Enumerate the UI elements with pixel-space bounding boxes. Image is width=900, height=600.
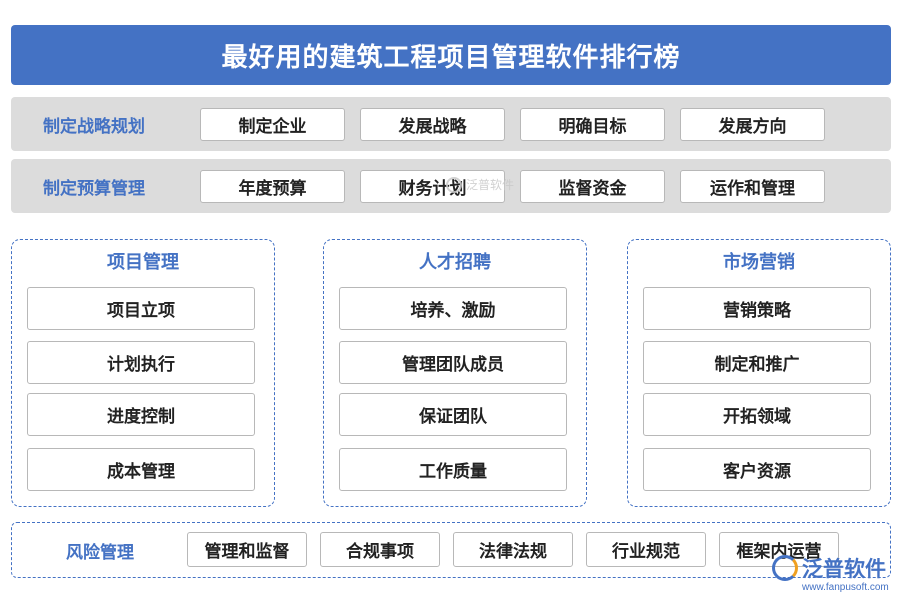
panel-item[interactable]: 项目立项 bbox=[27, 287, 255, 330]
watermark-corner: 泛普软件 www.fanpusoft.com bbox=[770, 553, 894, 597]
watermark-url: www.fanpusoft.com bbox=[802, 582, 889, 593]
watermark-name: 泛普软件 bbox=[802, 557, 886, 581]
risk-band: 风险管理 管理和监督 合规事项 法律法规 行业规范 框架内运营 bbox=[11, 522, 891, 578]
panel-item[interactable]: 进度控制 bbox=[27, 393, 255, 436]
panel-item[interactable]: 客户资源 bbox=[643, 448, 871, 491]
panel-item[interactable]: 开拓领域 bbox=[643, 393, 871, 436]
panel-item[interactable]: 计划执行 bbox=[27, 341, 255, 384]
page-title: 最好用的建筑工程项目管理软件排行榜 bbox=[11, 25, 891, 85]
risk-item-2[interactable]: 合规事项 bbox=[320, 532, 440, 567]
watermark-center: 泛普软件 bbox=[446, 176, 514, 193]
strategy-item-4[interactable]: 发展方向 bbox=[680, 108, 825, 141]
panel-project-management: 项目管理 项目立项 计划执行 进度控制 成本管理 bbox=[11, 239, 275, 507]
fanpu-logo-icon bbox=[772, 555, 798, 581]
fanpu-logo-icon bbox=[446, 176, 462, 193]
panel-title: 项目管理 bbox=[107, 252, 179, 273]
strategy-item-3[interactable]: 明确目标 bbox=[520, 108, 665, 141]
panel-item[interactable]: 营销策略 bbox=[643, 287, 871, 330]
panel-title: 人才招聘 bbox=[419, 252, 491, 273]
budget-item-1[interactable]: 年度预算 bbox=[200, 170, 345, 203]
panel-title: 市场营销 bbox=[723, 252, 795, 273]
budget-label: 制定预算管理 bbox=[43, 178, 145, 199]
risk-label: 风险管理 bbox=[66, 542, 134, 563]
strategy-item-1[interactable]: 制定企业 bbox=[200, 108, 345, 141]
strategy-band: 制定战略规划 制定企业 发展战略 明确目标 发展方向 bbox=[11, 97, 891, 151]
panel-talent-recruitment: 人才招聘 培养、激励 管理团队成员 保证团队 工作质量 bbox=[323, 239, 587, 507]
strategy-item-2[interactable]: 发展战略 bbox=[360, 108, 505, 141]
watermark-center-text: 泛普软件 bbox=[466, 178, 515, 192]
budget-band: 制定预算管理 年度预算 财务计划 监督资金 运作和管理 bbox=[11, 159, 891, 213]
budget-item-3[interactable]: 监督资金 bbox=[520, 170, 665, 203]
panel-item[interactable]: 制定和推广 bbox=[643, 341, 871, 384]
risk-item-1[interactable]: 管理和监督 bbox=[187, 532, 307, 567]
panel-item[interactable]: 管理团队成员 bbox=[339, 341, 567, 384]
risk-item-4[interactable]: 行业规范 bbox=[586, 532, 706, 567]
panel-item[interactable]: 保证团队 bbox=[339, 393, 567, 436]
panel-item[interactable]: 培养、激励 bbox=[339, 287, 567, 330]
panel-item[interactable]: 工作质量 bbox=[339, 448, 567, 491]
strategy-label: 制定战略规划 bbox=[43, 116, 145, 137]
panel-item[interactable]: 成本管理 bbox=[27, 448, 255, 491]
budget-item-2[interactable]: 财务计划 bbox=[360, 170, 505, 203]
risk-item-3[interactable]: 法律法规 bbox=[453, 532, 573, 567]
budget-item-4[interactable]: 运作和管理 bbox=[680, 170, 825, 203]
panel-marketing: 市场营销 营销策略 制定和推广 开拓领域 客户资源 bbox=[627, 239, 891, 507]
